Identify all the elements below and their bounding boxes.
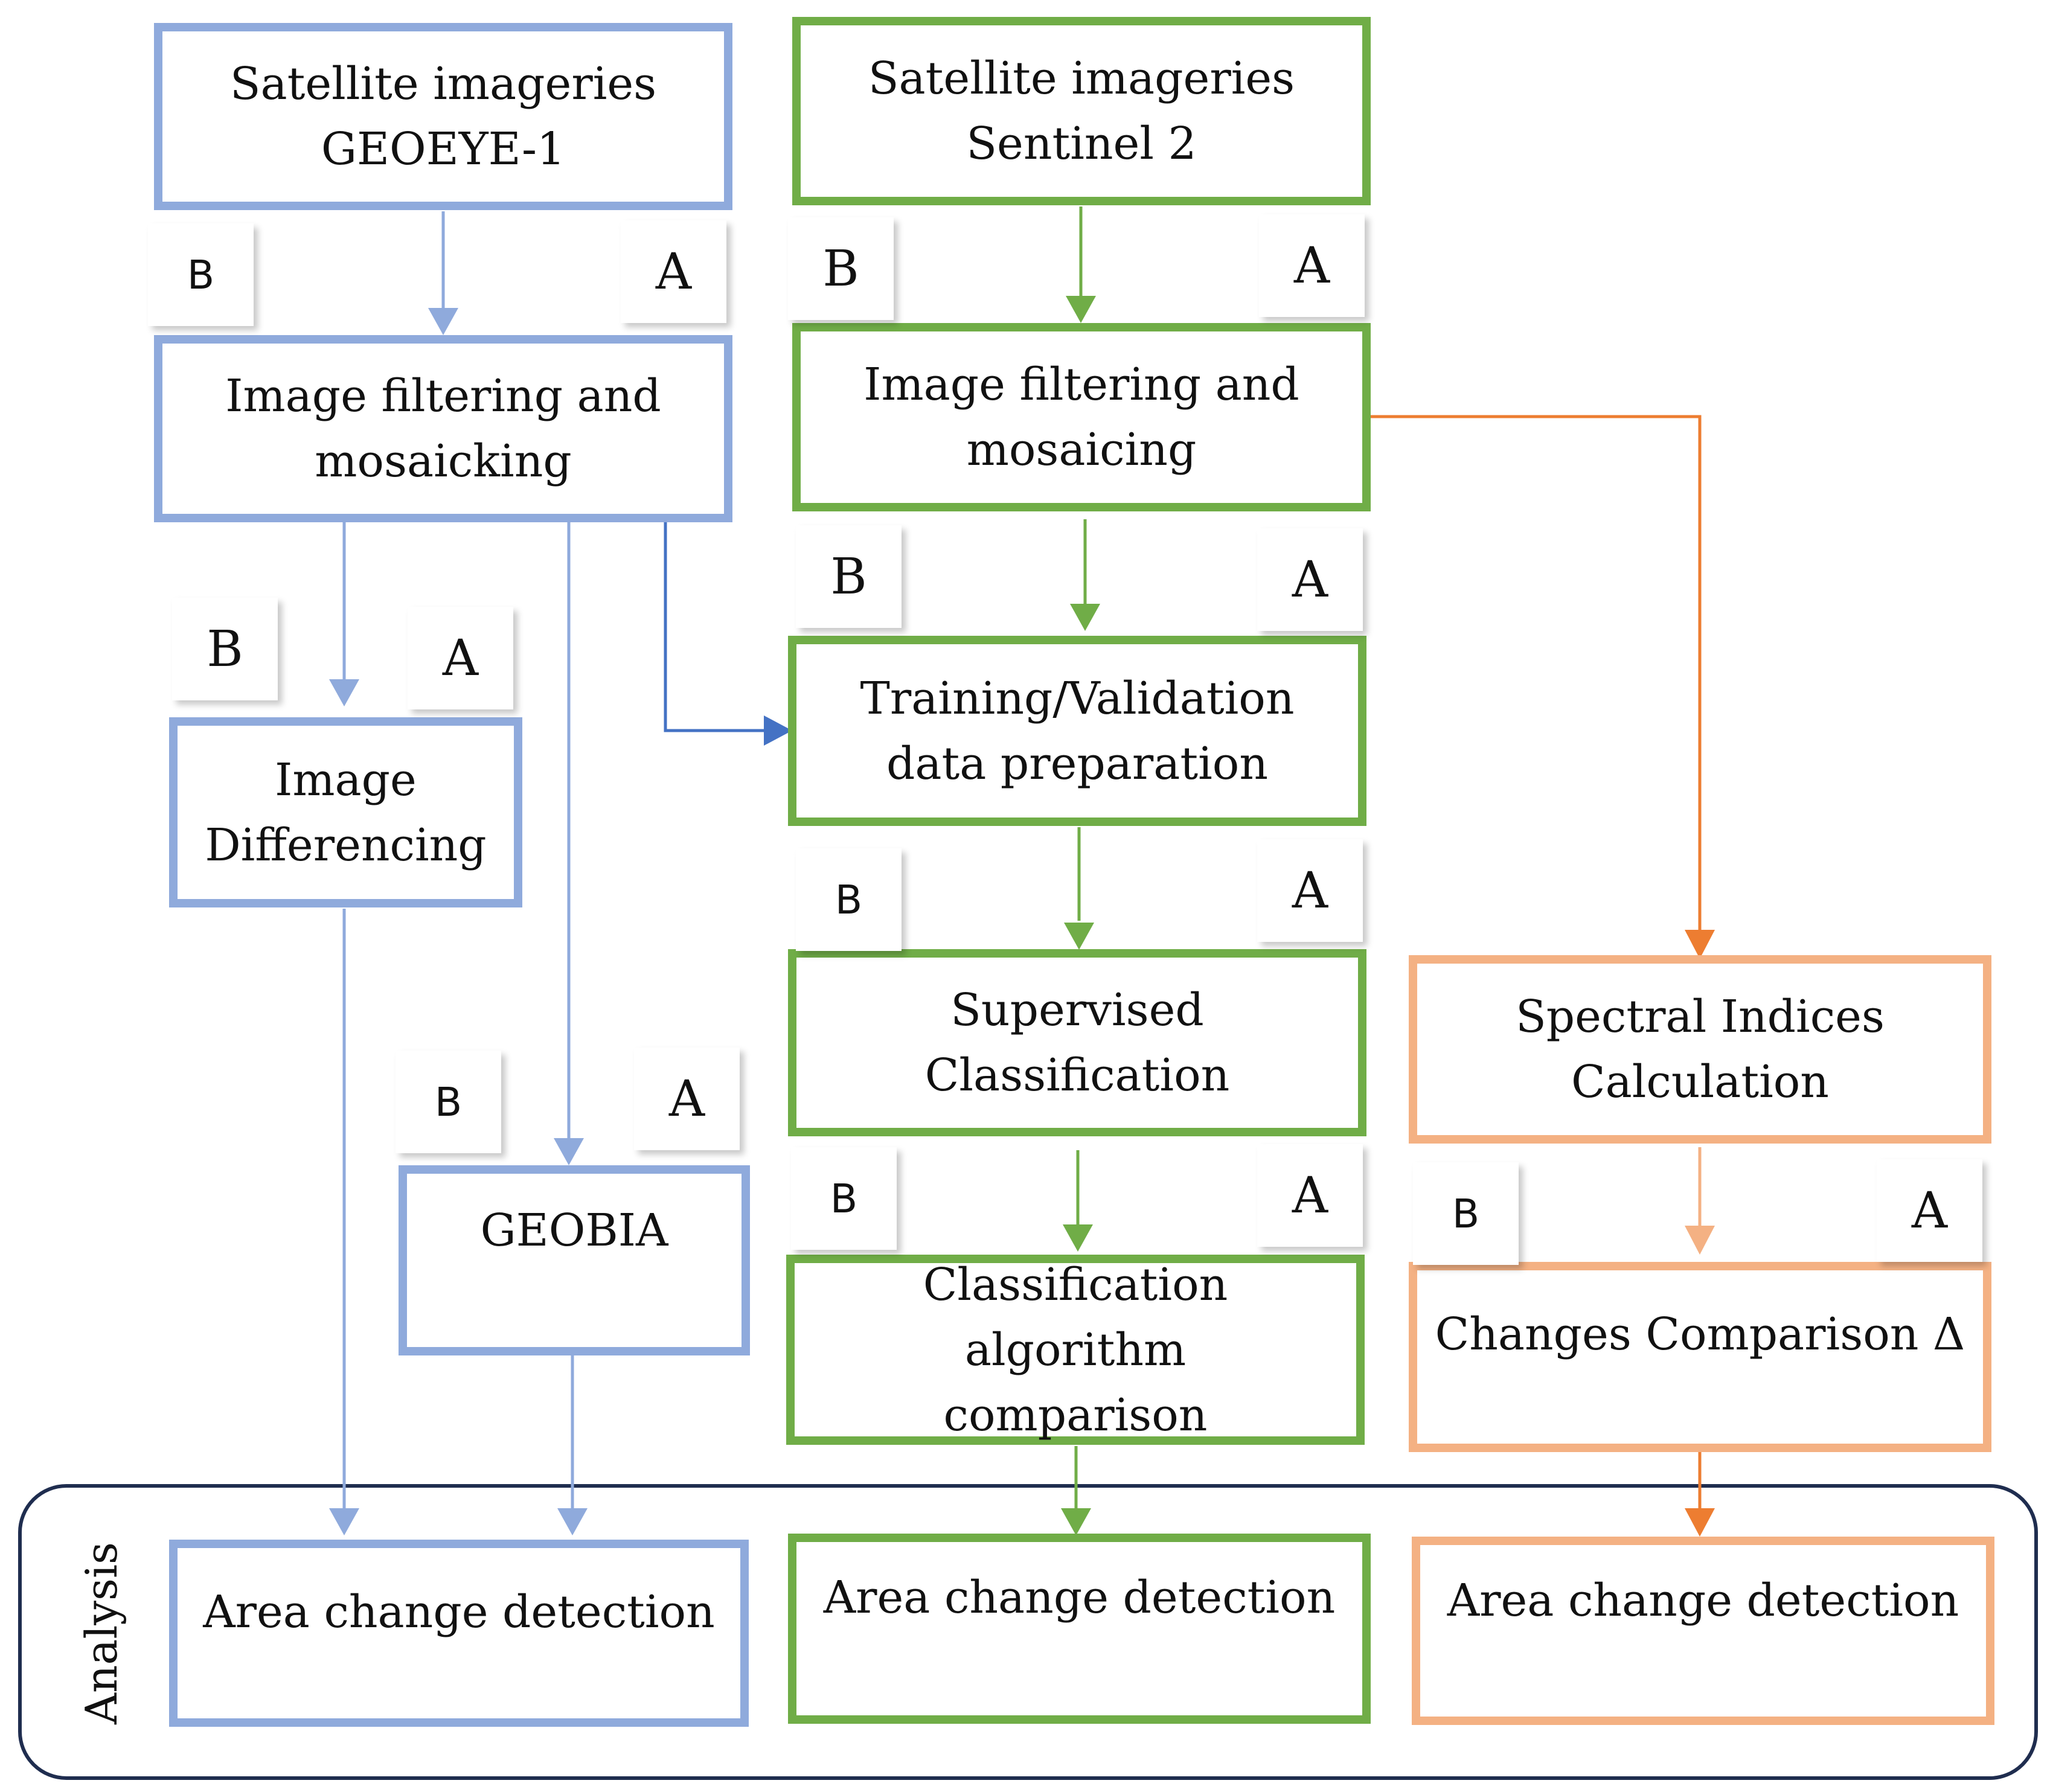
tag-a-sentinel: A xyxy=(1259,214,1365,317)
tag-b-training: B xyxy=(796,525,902,628)
tag-a-algorithm: A xyxy=(1257,1144,1363,1247)
tag-b-label: B xyxy=(207,620,243,678)
geobia-text: GEOBIA xyxy=(480,1205,668,1256)
arrowhead-supervised xyxy=(1064,923,1094,950)
arrowhead-differencing xyxy=(329,679,359,706)
spectral-indices-text: Spectral Indices Calculation xyxy=(1516,991,1885,1108)
tag-a-label: A xyxy=(1911,1182,1948,1240)
sentinel-filter-box: Image filtering and mosaicing xyxy=(792,323,1371,511)
analysis-frame xyxy=(18,1484,2038,1780)
tag-b-geoeye: B xyxy=(148,223,254,326)
tag-a-changes: A xyxy=(1877,1159,1982,1262)
area-detection-green-box: Area change detection xyxy=(788,1534,1371,1724)
arrowhead-geobia xyxy=(554,1138,584,1165)
tag-b-algorithm: B xyxy=(791,1147,897,1250)
tag-b-sentinel: B xyxy=(788,217,894,320)
tag-b-label: B xyxy=(830,548,867,606)
tag-b-label: B xyxy=(830,1175,858,1222)
tag-a-geobia: A xyxy=(634,1048,740,1150)
arrowhead-geoeye-filter xyxy=(428,308,458,335)
supervised-box: Supervised Classification xyxy=(788,949,1366,1136)
algorithm-comparison-text: Classification algorithm comparison xyxy=(923,1258,1228,1441)
tag-a-label: A xyxy=(668,1070,705,1128)
area-detection-blue-box: Area change detection xyxy=(169,1540,749,1727)
arrowhead-area-blue-1 xyxy=(329,1508,359,1535)
tag-a-label: A xyxy=(1292,1166,1328,1224)
spectral-indices-box: Spectral Indices Calculation xyxy=(1409,955,1991,1144)
training-box: Training/Validation data preparation xyxy=(788,636,1366,826)
arrowhead-area-blue-2 xyxy=(557,1508,588,1535)
arrowhead-sentinel-filter xyxy=(1066,296,1096,323)
image-differencing-text: Image Differencing xyxy=(205,754,487,871)
algorithm-comparison-box: Classification algorithm comparison xyxy=(786,1255,1365,1445)
tag-b-label: B xyxy=(822,240,859,298)
tag-a-label: A xyxy=(442,629,479,687)
geobia-box: GEOBIA xyxy=(399,1165,750,1355)
supervised-text: Supervised Classification xyxy=(924,984,1230,1101)
arrowhead-changes xyxy=(1685,1226,1715,1255)
tag-b-label: B xyxy=(1452,1190,1480,1237)
sentinel-input-text: Satellite imageries Sentinel 2 xyxy=(868,53,1295,170)
tag-a-label: A xyxy=(1293,237,1330,295)
tag-b-label: B xyxy=(434,1078,463,1125)
area-detection-orange-box: Area change detection xyxy=(1412,1537,1994,1725)
tag-b-label: B xyxy=(834,876,863,923)
tag-a-training: A xyxy=(1257,528,1363,631)
sentinel-input-box: Satellite imageries Sentinel 2 xyxy=(792,17,1371,205)
tag-b-differencing: B xyxy=(172,598,278,700)
tag-a-supervised: A xyxy=(1257,839,1363,942)
area-detection-orange-text: Area change detection xyxy=(1447,1575,1959,1627)
tag-a-label: A xyxy=(1292,551,1328,609)
tag-a-label: A xyxy=(655,243,692,301)
arrow-sentinel-filter-to-indices xyxy=(1371,415,1702,936)
tag-a-differencing: A xyxy=(408,607,513,709)
tag-a-label: A xyxy=(1292,862,1328,920)
tag-b-geobia: B xyxy=(396,1051,501,1153)
geoeye-filter-text: Image filtering and mosaicking xyxy=(225,370,661,487)
training-text: Training/Validation data preparation xyxy=(860,672,1295,790)
arrowhead-indices xyxy=(1685,930,1715,959)
arrowhead-training xyxy=(764,715,792,746)
image-differencing-box: Image Differencing xyxy=(169,717,522,907)
arrowhead-area-orange xyxy=(1685,1508,1715,1537)
geoeye-input-box: Satellite imageries GEOEYE-1 xyxy=(154,23,732,210)
area-detection-blue-text: Area change detection xyxy=(203,1586,715,1638)
geoeye-input-text: Satellite imageries GEOEYE-1 xyxy=(229,58,657,175)
tag-b-label: B xyxy=(187,251,215,298)
changes-comparison-text: Changes Comparison Δ xyxy=(1435,1308,1965,1360)
tag-a-geoeye: A xyxy=(621,220,726,323)
tag-b-changes: B xyxy=(1413,1162,1519,1265)
tag-b-supervised: B xyxy=(796,848,902,951)
geoeye-filter-box: Image filtering and mosaicking xyxy=(154,335,732,522)
arrow-filter-to-training xyxy=(664,522,770,732)
arrowhead-training-green xyxy=(1070,604,1100,631)
sentinel-filter-text: Image filtering and mosaicing xyxy=(863,359,1299,476)
changes-comparison-box: Changes Comparison Δ xyxy=(1409,1262,1991,1452)
arrowhead-area-green xyxy=(1061,1508,1091,1535)
area-detection-green-text: Area change detection xyxy=(823,1572,1336,1624)
arrowhead-algorithm xyxy=(1063,1224,1093,1252)
